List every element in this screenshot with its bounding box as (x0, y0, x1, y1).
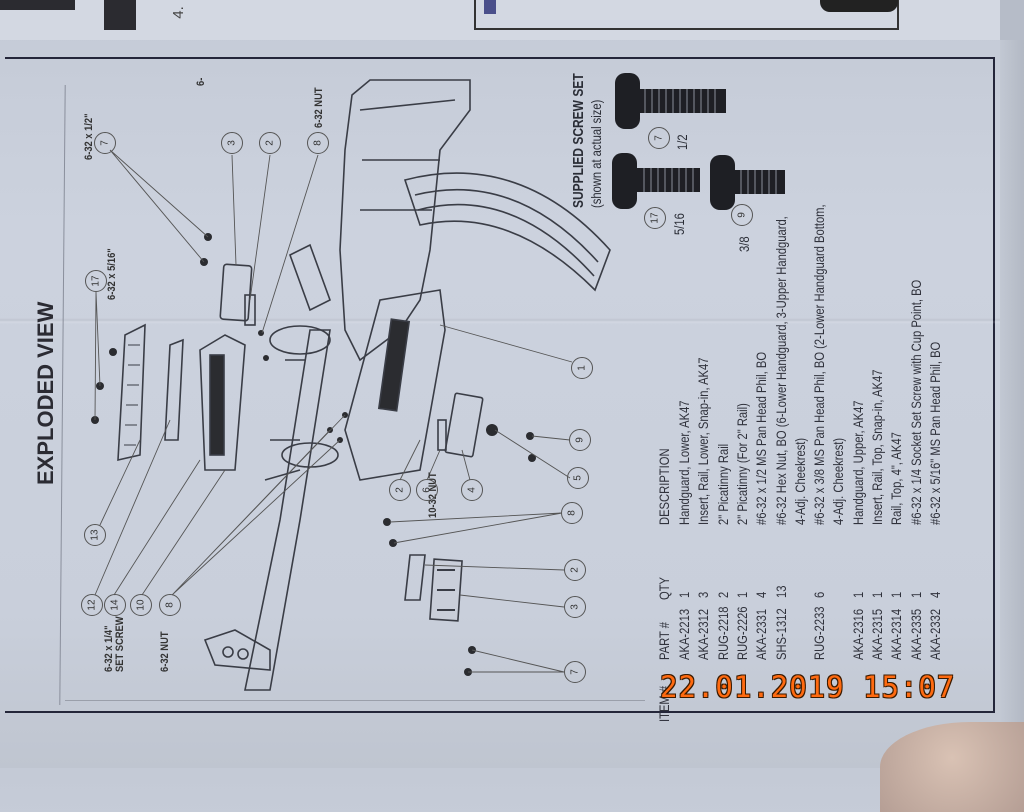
upper-handguard-outline (199, 334, 246, 471)
callout: 8 (561, 502, 583, 524)
camera-timestamp: 22.01.2019 15:07 (660, 670, 956, 704)
receiver-outline (339, 79, 471, 362)
callout: 7 (94, 132, 116, 154)
table-cell-description: Handguard, Lower, AK47 (676, 400, 692, 525)
callout: 8 (307, 132, 329, 154)
callout: 5 (567, 467, 589, 489)
table-cell-part-number: AKA-2213 (676, 608, 692, 660)
callout: 4 (461, 479, 483, 501)
label-set-screw: 6-32 x 1/4" SET SCREW (103, 616, 126, 672)
dark-block (0, 0, 75, 10)
top-page-strip: 4. (0, 0, 1024, 40)
screw-callout: 17 (644, 207, 666, 229)
callout: 8 (159, 594, 181, 616)
table-cell-part-number: RUG-2233 (811, 606, 828, 660)
callout: 13 (84, 524, 106, 546)
table-cell-description: 2" Picatinny (For 2" Rail) (733, 403, 750, 525)
divider-line (65, 700, 645, 701)
table-cell-description: 2" Picatinny Rail (714, 443, 731, 525)
table-cell-part-number: AKA-2314 (888, 608, 905, 660)
dark-block (104, 0, 136, 30)
table-cell-quantity: 3 (695, 591, 712, 598)
table-cell-quantity: 4 (753, 591, 770, 598)
callout: 2 (564, 559, 586, 581)
callout: 9 (569, 429, 591, 451)
page-crease (0, 318, 1024, 324)
table-cell-part-number: AKA-2331 (753, 608, 770, 660)
callout: 1 (571, 357, 593, 379)
table-cell-description: #6-32 x 5/16" MS Pan Head Phil, BO (926, 341, 943, 525)
callout: 3 (221, 132, 243, 154)
table-cell-description: #6-32 x 3/8 MS Pan Head Phil, BO (2-Lowe… (811, 204, 828, 525)
front-sight-outline (203, 629, 271, 671)
dark-block (484, 0, 496, 14)
insert-rail-outline (164, 338, 184, 441)
table-cell-quantity: 1 (733, 591, 750, 598)
callout: 17 (85, 270, 107, 292)
table-cell-part-number: AKA-2335 (907, 608, 924, 660)
table-cell-part-number: AKA-2332 (926, 608, 943, 660)
table-cell-description: 4-Adj. Cheekrest) (830, 437, 847, 525)
label-nut-top: 6-32 NUT (313, 87, 325, 128)
table-cell-quantity: 1 (676, 591, 692, 598)
callout: 14 (104, 594, 126, 616)
table-cell-quantity: 13 (772, 585, 789, 598)
screw-callout: 9 (731, 204, 753, 226)
page-frame (5, 57, 995, 713)
table-cell-description: Handguard, Upper, AK47 (849, 400, 866, 525)
table-cell-quantity: 1 (869, 591, 885, 598)
info-box (474, 0, 899, 30)
table-cell-quantity: 6 (811, 591, 828, 598)
dark-block (820, 0, 898, 12)
rifle-exploded-diagram (91, 79, 611, 691)
header-description: DESCRIPTION (656, 448, 672, 525)
callout: 2 (259, 132, 281, 154)
lower-handguard-outline (344, 289, 446, 481)
label-nut-bottom: 6-32 NUT (159, 631, 171, 672)
table-cell-quantity: 2 (714, 591, 731, 598)
screw-17-icon (635, 168, 700, 192)
label-screw-7: 6-32 x 1/2" (83, 113, 95, 160)
table-cell-part-number: AKA-2312 (695, 608, 712, 660)
table-cell-part-number: RUG-2226 (733, 606, 750, 660)
table-cell-part-number: SHS-1312 (772, 608, 789, 660)
callout: 10 (130, 594, 152, 616)
screw-size: 3/8 (736, 236, 752, 252)
screw-size: 1/2 (674, 134, 690, 150)
screw-callout: 7 (648, 127, 670, 149)
right-page-edge (1000, 40, 1024, 768)
table-cell-description: #6-32 Hex Nut, BO (6-Lower Handguard, 3-… (772, 216, 789, 525)
table-cell-quantity: 1 (907, 591, 924, 598)
table-cell-description: #6-32 x 1/4 Socket Set Screw with Cup Po… (907, 279, 924, 525)
table-cell-description: Rail, Top, 4", AK47 (888, 432, 905, 525)
screw-illustrations (612, 73, 785, 210)
table-cell-quantity: 1 (888, 591, 905, 598)
screw-9-icon (710, 155, 735, 210)
table-cell-description: Insert, Rail, Top, Snap-in, AK47 (869, 369, 885, 525)
header-part: PART # (656, 622, 672, 660)
magazine-outline (403, 172, 611, 292)
label-partial-top: 6- (195, 77, 207, 86)
screw-size: 5/16 (671, 213, 687, 235)
screw-set-title: SUPPLIED SCREW SET (570, 73, 587, 208)
table-cell-description: 4-Adj. Cheekrest) (791, 437, 808, 525)
label-screw-17: 6-32 x 5/16" (106, 248, 118, 300)
header-qty: QTY (656, 576, 672, 600)
callout: 6 (416, 479, 438, 501)
callout: 7 (564, 661, 586, 683)
barrel-outline (244, 329, 331, 691)
table-cell-quantity: 1 (849, 591, 866, 598)
table-cell-quantity: 4 (926, 591, 943, 598)
callout: 2 (389, 479, 411, 501)
table-cell-part-number: RUG-2218 (714, 606, 731, 660)
dark-block (1000, 0, 1024, 40)
table-cell-description: #6-32 x 1/2 MS Pan Head Phil, BO (753, 351, 770, 525)
table-cell-part-number: AKA-2315 (869, 608, 885, 660)
callout: 3 (564, 596, 586, 618)
callout: 12 (81, 594, 103, 616)
screw-7-icon (615, 73, 640, 129)
table-cell-part-number: AKA-2316 (849, 608, 866, 660)
top-rail-outline (117, 323, 146, 462)
table-cell-description: Insert, Rail, Lower, Snap-in, AK47 (695, 357, 712, 525)
